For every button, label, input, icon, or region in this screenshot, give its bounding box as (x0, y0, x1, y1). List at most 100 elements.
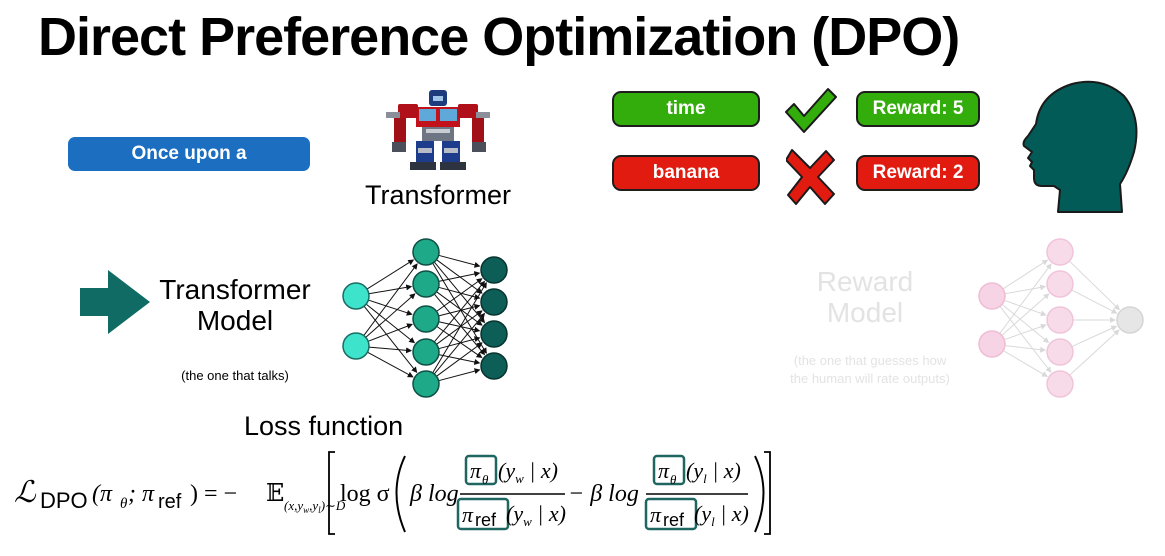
frac2-den-y: (yl | x) (694, 501, 749, 529)
network-edge (438, 336, 481, 350)
prompt-pill: Once upon a (68, 137, 310, 171)
network-node (1046, 338, 1074, 366)
network-node (480, 288, 508, 316)
frac2-num-pi: π (658, 458, 670, 483)
network-edge (365, 293, 416, 338)
network-edge (438, 321, 481, 333)
network-node (1046, 238, 1074, 266)
frac2-den-pi: π (650, 502, 662, 527)
cross-icon (786, 149, 835, 205)
network-node (342, 332, 370, 360)
highlight-box-ref-1 (456, 497, 510, 531)
network-edge (1071, 325, 1118, 348)
network-node (412, 305, 440, 333)
network-edge (363, 305, 418, 374)
dpo-loss-formula: ℒ DPO (π θ ; π ref ) = − 𝔼 (x,yw,yl)∼D l… (14, 451, 771, 535)
reward-model-note-line1: (the one that guesses how (793, 353, 947, 368)
transformer-network-diagram (342, 238, 508, 398)
reward-network-diagram (978, 238, 1144, 398)
network-edge (438, 368, 481, 382)
frac1-den-ref: ref (475, 510, 497, 530)
network-node (480, 352, 508, 380)
network-edge (363, 263, 418, 336)
network-edge (999, 263, 1052, 334)
network-edge (1004, 345, 1047, 353)
reward-model-note-line2: the human will rate outputs) (790, 371, 950, 386)
loss-heading: Loss function (244, 411, 404, 441)
network-edge (436, 259, 483, 294)
network-edge (432, 282, 487, 374)
frac2-num-y: (yl | x) (686, 458, 741, 486)
response-preferred: time (612, 91, 760, 127)
network-edge (438, 271, 481, 282)
network-node (412, 370, 440, 398)
network-edge (368, 346, 413, 354)
formula-log-sigma: log σ (340, 481, 390, 507)
network-edge (365, 303, 416, 344)
network-edge (438, 286, 481, 300)
formula-expectation-sub: (x,yw,yl)∼D (284, 498, 346, 515)
formula-lhs-theta: θ (120, 496, 128, 512)
reward-badge-high: Reward: 5 (856, 91, 980, 127)
network-node (412, 338, 440, 366)
frac1-num-pi: π (470, 458, 482, 483)
network-node (978, 282, 1006, 310)
network-node (342, 282, 370, 310)
page-title: Direct Preference Optimization (DPO) (38, 7, 960, 67)
network-node (978, 330, 1006, 358)
network-edge (433, 261, 486, 324)
frac1-den-y: (yw | x) (506, 501, 566, 529)
network-edge (368, 284, 413, 295)
formula-beta-log-2: − β log (568, 481, 639, 507)
network-edge (368, 299, 413, 316)
response-rejected: banana (612, 155, 760, 191)
network-edge (367, 351, 414, 378)
script-l-symbol: ℒ (14, 476, 37, 509)
network-edge (433, 312, 486, 375)
network-node (1046, 306, 1074, 334)
arrow-right-icon (80, 270, 150, 334)
network-node (1046, 270, 1074, 298)
check-icon (785, 88, 837, 133)
network-edge (1004, 299, 1047, 317)
robot-image (386, 90, 490, 170)
highlight-box-ref-2 (644, 497, 698, 531)
network-edge (1068, 260, 1120, 311)
reward-model-label: Reward Model (800, 266, 930, 328)
network-edge (1002, 350, 1048, 377)
network-edge (999, 305, 1052, 373)
reward-model-label-line2: Model (826, 297, 904, 328)
transformer-model-label-line2: Model (196, 305, 274, 336)
transformer-caption: Transformer (365, 180, 512, 210)
highlight-box-policy-1 (464, 454, 498, 486)
network-edge (436, 342, 483, 377)
highlight-box-policy-2 (652, 454, 686, 486)
network-edge (1002, 259, 1049, 290)
formula-lhs-semi: ; π (128, 481, 155, 507)
network-edge (1004, 323, 1047, 341)
network-edge (366, 259, 415, 290)
frac2-den-ref: ref (663, 510, 685, 530)
reward-badge-low: Reward: 2 (856, 155, 980, 191)
transformer-model-label: Transformer Model (150, 274, 320, 336)
transformer-model-note: (the one that talks) (181, 368, 289, 383)
network-node (412, 238, 440, 266)
formula-lhs-sub: DPO (40, 488, 88, 513)
network-edge (438, 254, 481, 268)
network-edge (436, 291, 483, 326)
frac1-num-theta: θ (482, 472, 489, 487)
formula-expectation: 𝔼 (266, 481, 284, 507)
frac2-num-theta: θ (670, 472, 677, 487)
network-edge (436, 325, 483, 359)
network-edge (433, 293, 486, 356)
network-node (480, 256, 508, 284)
network-node (412, 270, 440, 298)
network-edge (1071, 289, 1118, 314)
network-edge (367, 323, 413, 342)
network-edge (1004, 284, 1047, 295)
network-edge (433, 280, 486, 343)
formula-lhs-ref: ref (158, 491, 182, 513)
formula-lhs-args: (π (92, 481, 113, 507)
network-node (1116, 306, 1144, 334)
network-edge (1001, 303, 1050, 344)
